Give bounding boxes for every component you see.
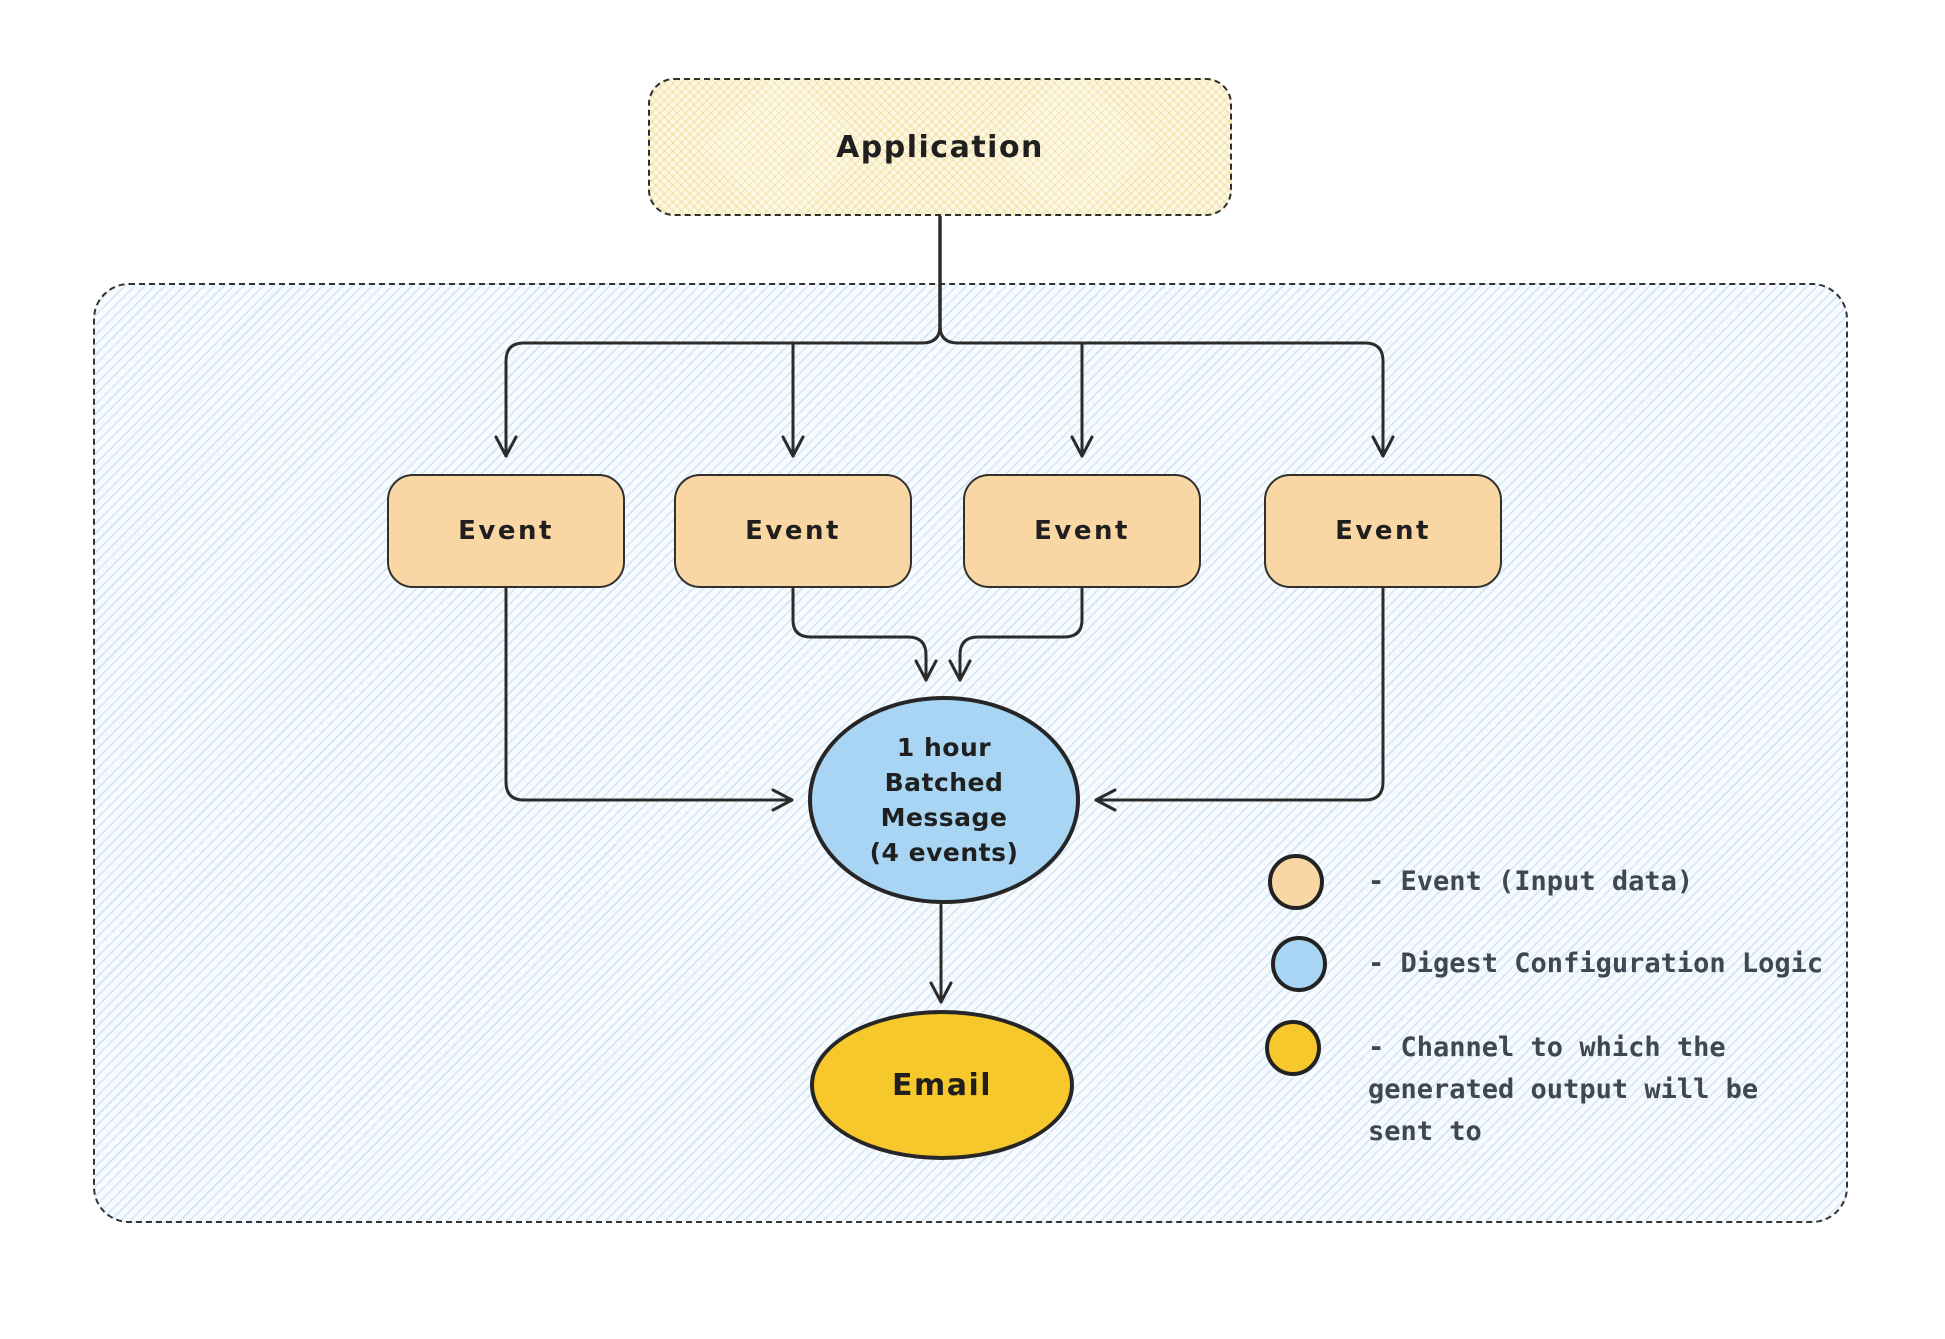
email-label: Email: [891, 1067, 993, 1103]
event-label: Event: [745, 516, 841, 546]
event-node-4: Event: [1264, 474, 1502, 588]
legend-event-swatch-icon: [1268, 854, 1324, 910]
digest-node: 1 hour Batched Message (4 events): [808, 696, 1080, 904]
event-node-1: Event: [387, 474, 625, 588]
event-label: Event: [1034, 516, 1130, 546]
legend-channel-label: - Channel to which the generated output …: [1368, 1032, 1759, 1147]
email-channel-node: Email: [810, 1010, 1074, 1160]
digest-label: 1 hour Batched Message (4 events): [869, 733, 1019, 867]
legend-event-label: - Event (Input data): [1368, 866, 1694, 897]
legend-digest-swatch-icon: [1271, 936, 1327, 992]
legend-channel-swatch-icon: [1265, 1020, 1321, 1076]
event-node-2: Event: [674, 474, 912, 588]
application-label: Application: [836, 129, 1044, 165]
application-node: Application: [648, 78, 1232, 216]
legend-digest-label: - Digest Configuration Logic: [1368, 948, 1824, 979]
event-label: Event: [458, 516, 554, 546]
event-label: Event: [1335, 516, 1431, 546]
event-node-3: Event: [963, 474, 1201, 588]
